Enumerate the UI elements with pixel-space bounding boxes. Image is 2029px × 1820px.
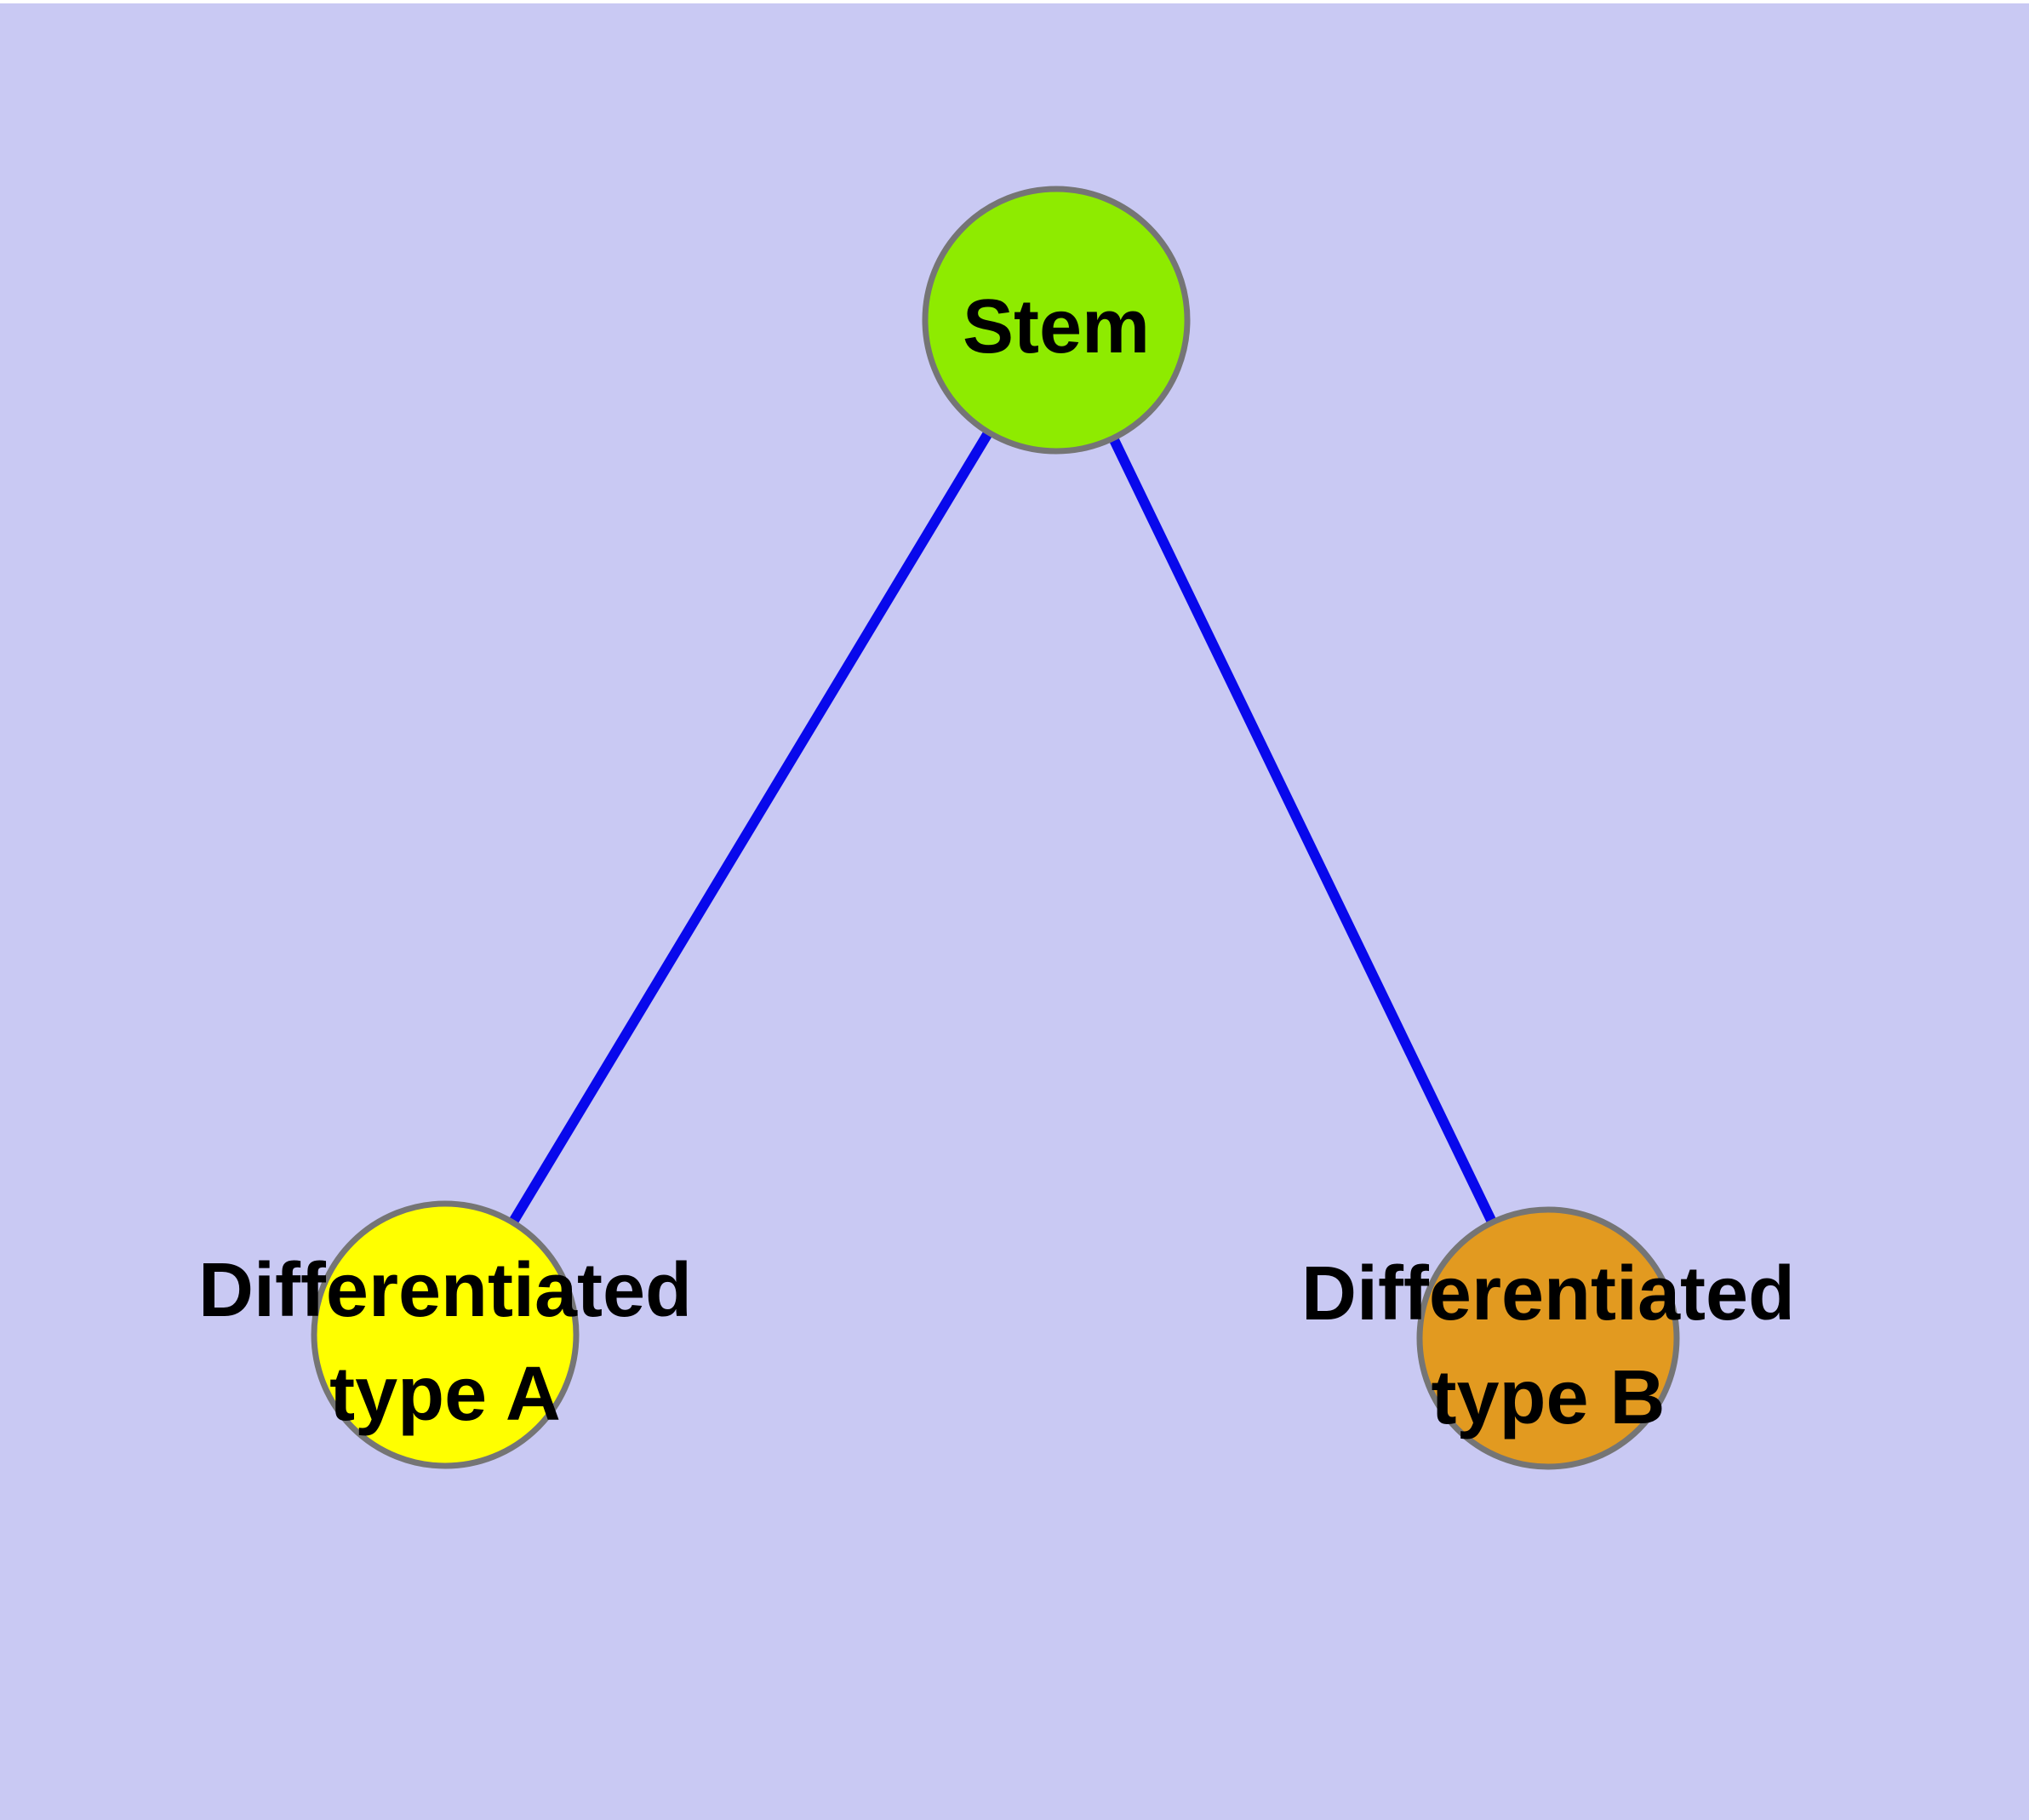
node-stem-label: Stem bbox=[963, 284, 1150, 369]
edge-stem-to-type-a bbox=[440, 317, 1061, 1338]
node-type-a-label-line1: Differentiated bbox=[198, 1248, 692, 1333]
node-type-a-label-line2: type A bbox=[329, 1352, 561, 1437]
node-stem-circle bbox=[922, 186, 1191, 455]
node-differentiated-type-b: Differentiated type B bbox=[1301, 1206, 1795, 1470]
node-type-b-circle bbox=[1416, 1206, 1680, 1470]
node-stem: Stem bbox=[922, 186, 1191, 455]
edge-stem-to-type-b bbox=[1051, 318, 1553, 1341]
node-type-b-label-line1: Differentiated bbox=[1301, 1251, 1795, 1336]
node-type-b-label-line2: type B bbox=[1431, 1355, 1665, 1440]
node-type-a-circle bbox=[311, 1200, 580, 1469]
node-differentiated-type-a: Differentiated type A bbox=[198, 1200, 692, 1469]
